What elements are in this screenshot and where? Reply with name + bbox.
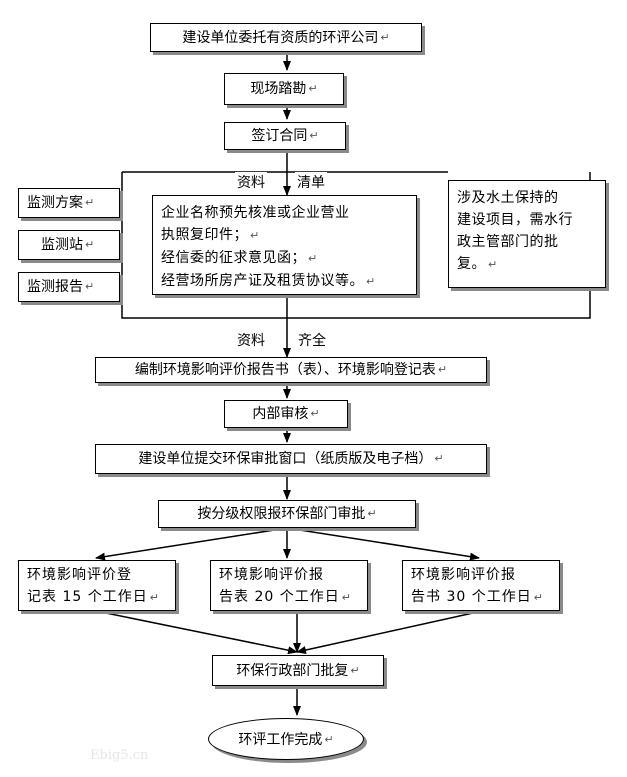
- monitoring-report-text: 监测报告: [27, 279, 83, 295]
- soil-water-line-2: 建设项目，需水行: [457, 212, 573, 228]
- duration-report-book-line-1: 环境影响评价报: [411, 567, 516, 583]
- step-complete: 环评工作完成↵: [208, 718, 364, 760]
- duration-registration-line-2: 记表 15 个工作日↵: [27, 589, 160, 605]
- soil-water-box: 涉及水土保持的 建设项目，需水行 政主管部门的批 复。↵: [448, 180, 606, 288]
- label-materials-ready-a: 资料: [235, 330, 267, 350]
- monitoring-station: 监测站↵: [18, 230, 120, 260]
- step-approval: 环保行政部门批复↵: [212, 655, 384, 686]
- soil-water-line-1: 涉及水土保持的: [457, 190, 559, 206]
- step-contract: 签订合同↵: [224, 122, 346, 150]
- monitoring-station-text: 监测站: [41, 237, 83, 253]
- arrow-report-book-approval: [296, 610, 483, 654]
- step-survey: 现场踏勘↵: [224, 73, 344, 105]
- duration-report-book-line-2: 告书 30 个工作日↵: [411, 589, 544, 605]
- step-tiered-submit-text: 按分级权限报环保部门审批: [197, 506, 366, 522]
- step-complete-text: 环评工作完成: [238, 732, 323, 748]
- arrow-registration-approval: [95, 610, 298, 655]
- arrow-tiered-registration: [95, 527, 288, 561]
- monitoring-report: 监测报告↵: [18, 272, 120, 302]
- step-approval-text: 环保行政部门批复: [236, 662, 349, 679]
- label-materials-checklist-b: 清单: [295, 172, 327, 192]
- materials-line-4: 经营场所房产证及租赁协议等。↵: [161, 273, 376, 289]
- step-tiered-submit: 按分级权限报环保部门审批↵: [158, 500, 416, 528]
- step-submit: 建设单位提交环保审批窗口（纸质版及电子档）↵: [95, 444, 487, 474]
- label-materials-checklist-a: 资料: [235, 172, 267, 192]
- monitoring-plan: 监测方案↵: [18, 188, 120, 218]
- step-internal-review: 内部审核↵: [224, 400, 348, 428]
- materials-line-3: 经信委的征求意见函；↵: [161, 250, 318, 266]
- step-survey-text: 现场踏勘: [250, 81, 307, 97]
- duration-registration: 环境影响评价登 记表 15 个工作日↵: [18, 560, 176, 611]
- bracket-left: [121, 172, 148, 319]
- duration-registration-line-1: 环境影响评价登: [27, 567, 132, 583]
- step-compile-text: 编制环境影响评价报告书（表）、环境影响登记表: [134, 362, 436, 378]
- step-contract-text: 签订合同: [251, 128, 308, 144]
- soil-water-line-4: 复。↵: [457, 256, 498, 272]
- monitoring-plan-text: 监测方案: [27, 195, 83, 211]
- step-submit-text: 建设单位提交环保审批窗口（纸质版及电子档）: [138, 451, 433, 467]
- soil-water-line-3: 政主管部门的批: [457, 234, 559, 250]
- duration-report-form-line-1: 环境影响评价报: [219, 567, 324, 583]
- step-internal-review-text: 内部审核: [252, 406, 309, 422]
- watermark: Ebig5.cn: [90, 748, 149, 763]
- arrow-tiered-report-book: [286, 527, 480, 561]
- materials-list-box: 企业名称预先核准或企业营业 执照复印件；↵ 经信委的征求意见函；↵ 经营场所房产…: [152, 195, 417, 295]
- duration-report-book: 环境影响评价报 告书 30 个工作日↵: [402, 560, 560, 611]
- duration-report-form: 环境影响评价报 告表 20 个工作日↵: [210, 560, 368, 611]
- label-materials-ready-b: 齐全: [296, 330, 328, 350]
- step-commission: 建设单位委托有资质的环评公司↵: [150, 23, 422, 52]
- duration-report-form-line-2: 告表 20 个工作日↵: [219, 589, 352, 605]
- step-compile: 编制环境影响评价报告书（表）、环境影响登记表↵: [95, 357, 487, 383]
- step-commission-text: 建设单位委托有资质的环评公司: [182, 29, 379, 46]
- materials-line-2: 执照复印件；↵: [161, 227, 260, 243]
- materials-line-1: 企业名称预先核准或企业营业: [161, 205, 350, 221]
